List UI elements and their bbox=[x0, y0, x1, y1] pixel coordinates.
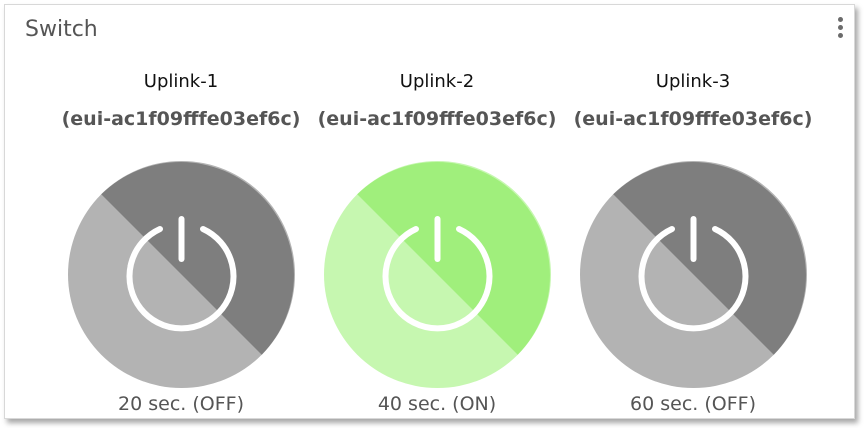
switch-uplink-3: Uplink-3 (eui-ac1f09fffe03ef6c) 60 sec. … bbox=[565, 5, 821, 420]
switch-uplink-2: Uplink-2 (eui-ac1f09fffe03ef6c) 40 sec. … bbox=[309, 5, 565, 420]
power-icon bbox=[68, 161, 295, 388]
power-toggle-button[interactable] bbox=[580, 161, 807, 388]
switch-uplink-1: Uplink-1 (eui-ac1f09fffe03ef6c) 20 sec. … bbox=[53, 5, 309, 420]
switch-device-id: (eui-ac1f09fffe03ef6c) bbox=[573, 108, 813, 130]
switch-name: Uplink-2 bbox=[399, 71, 475, 92]
power-icon bbox=[324, 161, 551, 388]
switch-name: Uplink-1 bbox=[143, 71, 219, 92]
power-toggle-button[interactable] bbox=[68, 161, 295, 388]
switch-status: 20 sec. (OFF) bbox=[118, 393, 244, 415]
switch-widget: Switch Uplink-1 (eui-ac1f09fffe03ef6c) 2… bbox=[4, 4, 855, 419]
switch-device-id: (eui-ac1f09fffe03ef6c) bbox=[61, 108, 301, 130]
switch-name: Uplink-3 bbox=[655, 71, 731, 92]
switch-device-id: (eui-ac1f09fffe03ef6c) bbox=[317, 108, 557, 130]
power-icon bbox=[580, 161, 807, 388]
switch-status: 40 sec. (ON) bbox=[377, 393, 497, 415]
widget-title: Switch bbox=[25, 17, 98, 42]
switch-status: 60 sec. (OFF) bbox=[630, 393, 756, 415]
power-toggle-button[interactable] bbox=[324, 161, 551, 388]
more-options-icon[interactable] bbox=[832, 17, 848, 43]
